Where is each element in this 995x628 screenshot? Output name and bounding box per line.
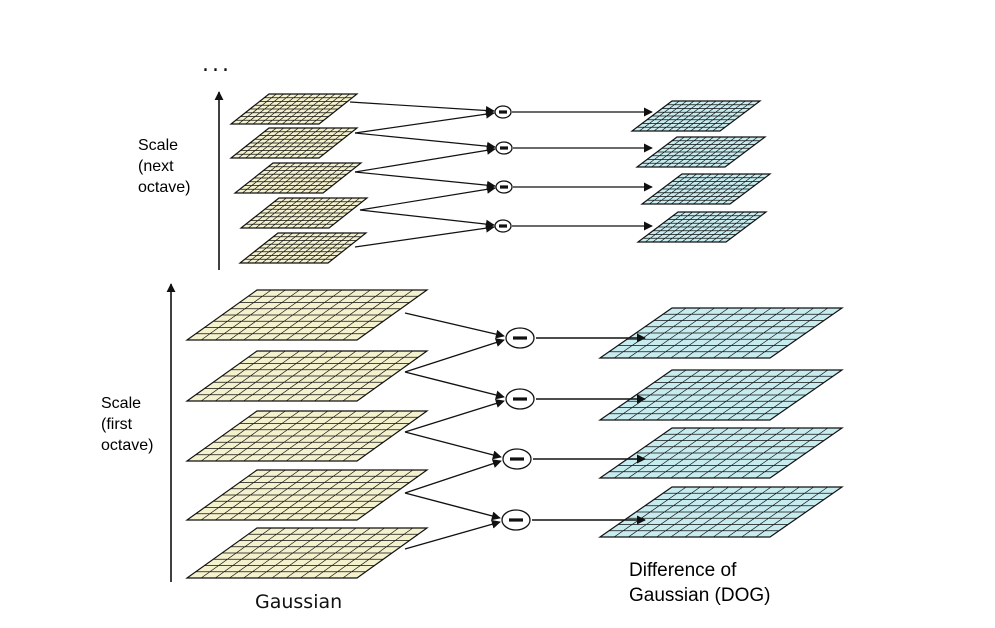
arrow-gaussian-to-minus-next-2b [354, 145, 496, 173]
dog-label-line-1: Difference of [629, 560, 737, 581]
gaussian-label: Gaussian [255, 591, 343, 613]
dog-next-octave-layer-3 [640, 173, 772, 205]
gaussian-first-octave-layer-5 [185, 527, 429, 579]
arrow-gaussian-to-minus-next-2a [354, 132, 496, 151]
gaussian-first-octave-layer-2 [185, 350, 429, 402]
gaussian-next-octave-layer-1 [229, 93, 359, 125]
gaussian-first-octave-layer-1 [185, 289, 429, 341]
arrow-gaussian-to-minus-first-1b [404, 338, 505, 373]
arrow-gaussian-to-minus-next-3a [354, 171, 496, 190]
minus-operator-next-1 [494, 105, 512, 119]
scale-next-line-2: (next [138, 158, 174, 175]
ellipsis-more-octaves: ... [202, 52, 232, 77]
arrow-gaussian-to-minus-next-1b [354, 109, 495, 134]
arrow-gaussian-to-minus-next-4b [354, 223, 495, 248]
dog-first-octave-layer-3 [598, 427, 844, 479]
minus-operator-next-3 [495, 180, 513, 194]
gaussian-first-octave-layer-4 [185, 469, 429, 521]
dog-next-octave-layer-1 [630, 100, 762, 132]
scale-next-line-3: octave) [138, 179, 191, 196]
dog-next-octave-layer-2 [635, 136, 767, 168]
minus-operator-first-2 [505, 388, 535, 410]
minus-operator-next-4 [494, 219, 512, 233]
scale-first-line-3: octave) [101, 437, 154, 454]
dog-next-octave-layer-4 [636, 211, 768, 243]
gaussian-next-octave-layer-2 [229, 127, 359, 159]
dog-label: Difference of Gaussian (DOG) [629, 558, 770, 608]
scale-first-line-1: Scale [101, 395, 142, 412]
gaussian-first-octave-layer-3 [185, 410, 429, 462]
arrow-gaussian-to-minus-first-1a [404, 312, 505, 339]
arrow-gaussian-to-minus-first-2b [404, 399, 505, 433]
arrow-gaussian-to-minus-first-3a [404, 431, 502, 460]
arrow-gaussian-to-minus-first-2a [404, 371, 505, 400]
arrow-gaussian-to-minus-first-4b [404, 519, 501, 550]
gaussian-next-octave-layer-5 [238, 232, 368, 264]
arrow-gaussian-to-minus-first-3b [404, 459, 502, 494]
minus-operator-first-4 [501, 509, 531, 531]
arrow-gaussian-to-minus-first-4a [404, 492, 501, 521]
scale-first-line-2: (first [101, 416, 133, 433]
minus-operator-next-2 [495, 141, 513, 155]
gaussian-next-octave-layer-4 [239, 197, 369, 229]
arrow-gaussian-to-minus-next-4a [359, 209, 495, 229]
dog-first-octave-layer-4 [598, 486, 844, 538]
scale-first-octave-label: Scale (first octave) [101, 393, 153, 456]
dog-label-line-2: Gaussian (DOG) [629, 585, 771, 606]
arrow-gaussian-to-minus-next-1a [349, 101, 495, 115]
minus-operator-first-3 [502, 448, 532, 470]
scale-next-octave-label: Scale (next octave) [138, 135, 190, 198]
scale-next-line-1: Scale [138, 137, 179, 154]
arrow-gaussian-to-minus-next-3b [359, 184, 496, 211]
minus-operator-first-1 [505, 327, 535, 349]
dog-first-octave-layer-2 [598, 369, 844, 421]
dog-first-octave-layer-1 [598, 307, 844, 359]
gaussian-next-octave-layer-3 [233, 162, 363, 194]
